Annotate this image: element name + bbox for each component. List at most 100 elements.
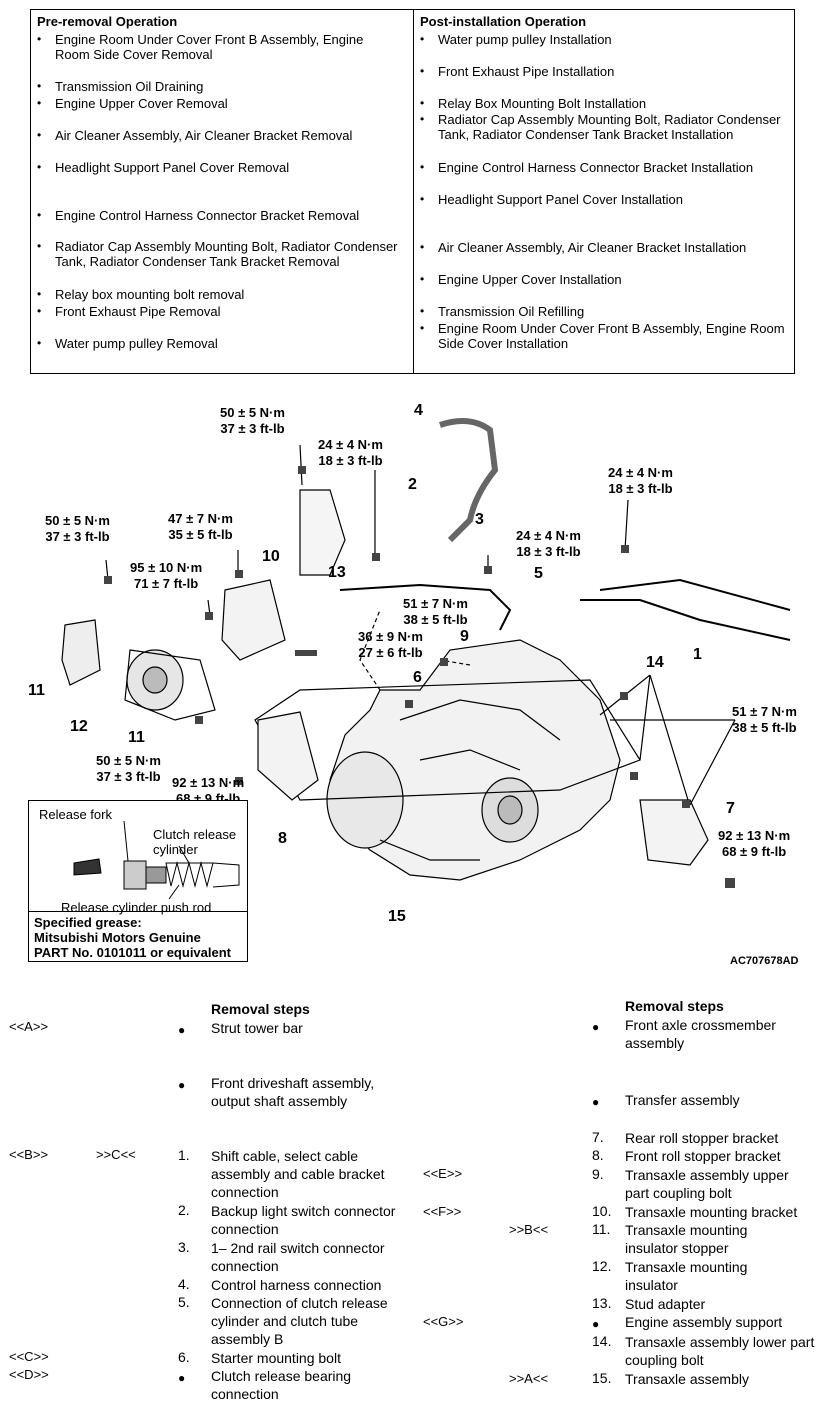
callout-9: 9 [460, 628, 469, 645]
callout-7: 7 [726, 800, 735, 817]
post-installation-item: Transmission Oil Refilling [420, 304, 788, 319]
pre-removal-heading: Pre-removal Operation [37, 14, 178, 29]
harness-4 [439, 418, 499, 543]
operations-table: Pre-removal Operation Engine Room Under … [30, 9, 795, 374]
step-item: 1– 2nd rail switch connector connection [211, 1240, 385, 1274]
bullet: ● [178, 1371, 186, 1385]
pre-removal-item: Engine Upper Cover Removal [37, 96, 400, 111]
pre-removal-item: Headlight Support Panel Cover Removal [37, 160, 400, 175]
step-number: 9. [592, 1166, 604, 1182]
callout-11b: 11 [128, 729, 145, 746]
post-installation-item: Front Exhaust Pipe Installation [420, 64, 788, 79]
pre-removal-item: Engine Room Under Cover Front B Assembly… [37, 32, 400, 62]
callout-3: 3 [475, 511, 484, 528]
step-number: 1. [178, 1147, 190, 1163]
clutch-tube [339, 583, 512, 631]
inset-divider [29, 911, 247, 912]
callout-1: 1 [693, 646, 702, 663]
transaxle-housing [329, 639, 621, 881]
step-item: Backup light switch connector connection [211, 1203, 396, 1237]
step-item: Connection of clutch release cylinder an… [211, 1295, 388, 1347]
step-item: Control harness connection [211, 1277, 382, 1293]
step-item: Transaxle assembly upper part coupling b… [625, 1167, 789, 1201]
step-number: 5. [178, 1294, 190, 1310]
ref-mark: <<F>> [423, 1204, 462, 1219]
bullet: ● [178, 1078, 186, 1092]
callout-12: 12 [70, 718, 88, 735]
clutch-release-label: Clutch release [153, 827, 237, 842]
step-number: 12. [592, 1258, 612, 1274]
pre-removal-item: Water pump pulley Removal [37, 336, 400, 351]
ref-mark: >>B<< [509, 1222, 549, 1237]
post-installation-item: Headlight Support Panel Cover Installati… [420, 192, 788, 207]
ref-mark: <<B>> [9, 1147, 49, 1162]
transaxle-bellhousing [326, 751, 404, 849]
callout-10: 10 [262, 548, 280, 565]
release-fork-label: Release fork [39, 807, 112, 822]
step-item: Rear roll stopper bracket [625, 1130, 779, 1146]
ref-mark: <<D>> [9, 1367, 49, 1382]
ref-mark: <<A>> [9, 1019, 49, 1034]
bullet: ● [592, 1317, 600, 1331]
step-item: Strut tower bar [211, 1020, 303, 1036]
callout-5: 5 [534, 565, 543, 582]
step-number: 11. [592, 1221, 611, 1237]
post-installation-item: Relay Box Mounting Bolt Installation [420, 96, 788, 111]
callout-2: 2 [408, 476, 417, 493]
bracket-8 [257, 711, 319, 801]
post-installation-item: Water pump pulley Installation [420, 32, 788, 47]
post-installation-item: Air Cleaner Assembly, Air Cleaner Bracke… [420, 240, 788, 255]
pre-removal-item: Radiator Cap Assembly Mounting Bolt, Rad… [37, 239, 400, 269]
step-number: 14. [592, 1333, 612, 1349]
step-item: Transaxle mounting insulator stopper [625, 1222, 748, 1256]
ref-mark: >>C<< [96, 1147, 136, 1162]
callout-13: 13 [328, 564, 346, 581]
step-item: Starter mounting bolt [211, 1350, 341, 1366]
pre-removal-item: Relay box mounting bolt removal [37, 287, 400, 302]
cable-assembly [580, 578, 791, 641]
step-item: Transaxle assembly [625, 1371, 749, 1387]
post-installation-item: Engine Control Harness Connector Bracket… [420, 160, 788, 175]
cylinder-label: cylinder [153, 842, 198, 857]
step-number: 6. [178, 1349, 190, 1365]
step-number: 4. [178, 1276, 190, 1292]
pre-removal-column: Pre-removal Operation Engine Room Under … [31, 10, 414, 373]
insulator-stopper [61, 619, 101, 686]
step-number: 15. [592, 1370, 612, 1386]
diagram-drawing [61, 418, 791, 888]
step-number: 13. [592, 1295, 612, 1311]
post-installation-column: Post-installation Operation Water pump p… [414, 10, 794, 373]
bracket-10 [221, 579, 286, 661]
grease-inset: Release fork Clutch release cylinder Rel… [28, 800, 248, 962]
ref-mark: <<C>> [9, 1349, 49, 1364]
steps-heading-left: Removal steps [211, 1001, 310, 1017]
step-item: Front axle crossmember assembly [625, 1017, 776, 1051]
inset-drawing [73, 820, 240, 900]
bracket-7 [639, 799, 709, 866]
pre-removal-item: Front Exhaust Pipe Removal [37, 304, 400, 319]
callout-15: 15 [388, 908, 406, 925]
step-item: Stud adapter [625, 1296, 706, 1312]
figure-code: AC707678AD [730, 955, 799, 967]
grease-spec: Specified grease: Mitsubishi Motors Genu… [34, 915, 231, 960]
step-item: Front roll stopper bracket [625, 1148, 781, 1164]
step-number: 7. [592, 1129, 604, 1145]
ref-mark: >>A<< [509, 1371, 549, 1386]
bullet: ● [178, 1023, 186, 1037]
callout-14: 14 [646, 654, 664, 671]
callout-8: 8 [278, 830, 287, 847]
step-number: 3. [178, 1239, 190, 1255]
post-installation-item: Radiator Cap Assembly Mounting Bolt, Rad… [420, 112, 788, 142]
bracket-13 [299, 489, 346, 576]
callout-11: 11 [28, 682, 45, 699]
